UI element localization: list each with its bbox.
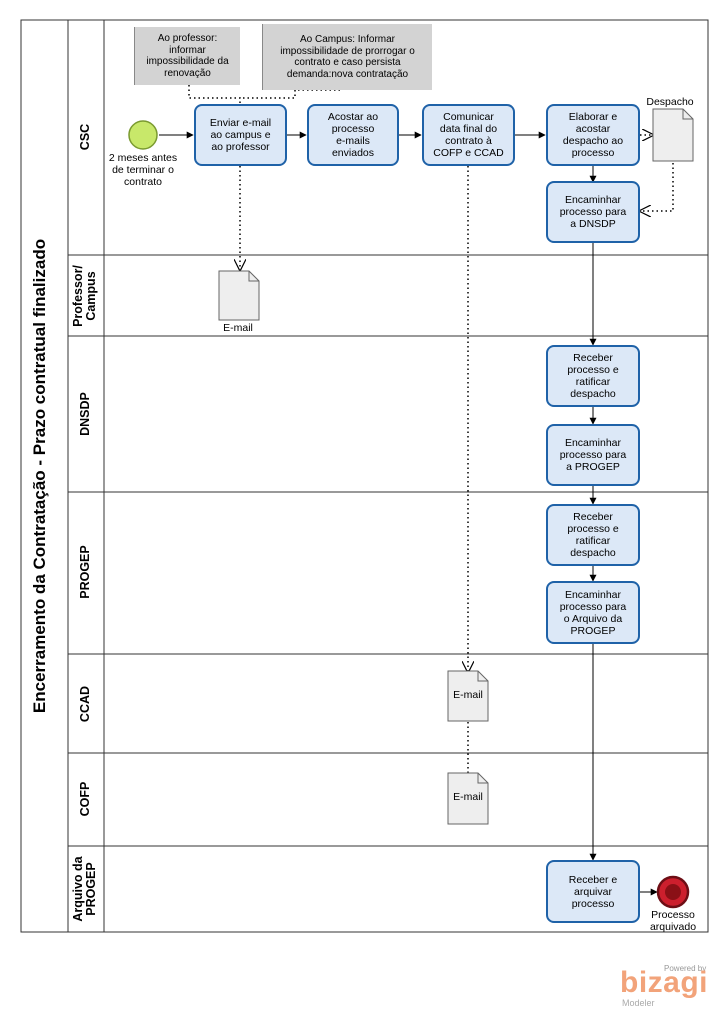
task-receber-arquivar[interactable]: Receber e arquivar processo <box>546 860 640 923</box>
lane-label-cofp: COFP <box>78 781 92 817</box>
email-cofp-label: E-mail <box>453 791 483 803</box>
annotation-campus[interactable]: Ao Campus: Informar impossibilidade de p… <box>262 24 432 90</box>
bizagi-product: Modeler <box>622 998 655 1008</box>
pool-title: Encerramento da Contratação - Prazo cont… <box>30 238 49 714</box>
document-email-professor[interactable] <box>218 270 260 321</box>
despacho-label: Despacho <box>646 96 694 108</box>
lane-label-arquivo-progep: Arquivo da PROGEP <box>71 856 98 922</box>
task-comunicar-data-final[interactable]: Comunicar data final do contrato à COFP … <box>422 104 515 166</box>
association-annotation-professor <box>188 85 241 105</box>
bizagi-logo: bizagi <box>620 966 709 999</box>
lane-label-professor-campus: Professor/ Campus <box>71 265 98 327</box>
task-encaminhar-arquivo[interactable]: Encaminhar processo para o Arquivo da PR… <box>546 581 640 644</box>
document-email-cofp[interactable] <box>447 772 489 825</box>
start-event-label: 2 meses antes de terminar o contrato <box>108 152 178 188</box>
email-ccad-label: E-mail <box>453 689 483 701</box>
task-encaminhar-progep[interactable]: Encaminhar processo para a PROGEP <box>546 424 640 486</box>
task-elaborar-despacho[interactable]: Elaborar e acostar despacho ao processo <box>546 104 640 166</box>
end-event-inner <box>665 884 681 900</box>
association-annotation-campus <box>240 89 340 99</box>
task-encaminhar-dnsdp[interactable]: Encaminhar processo para a DNSDP <box>546 181 640 243</box>
annotation-professor[interactable]: Ao professor: informar impossibilidade d… <box>134 27 240 85</box>
task-receber-ratificar-dnsdp[interactable]: Receber processo e ratificar despacho <box>546 345 640 407</box>
start-event[interactable] <box>128 120 158 150</box>
lane-label-progep: PROGEP <box>78 545 92 599</box>
lane-label-dnsdp: DNSDP <box>78 392 92 436</box>
task-acostar-emails[interactable]: Acostar ao processo e-mails enviados <box>307 104 399 166</box>
lane-label-csc: CSC <box>78 123 92 151</box>
end-event-label: Processo arquivado <box>649 909 697 933</box>
powered-by-text: Powered by <box>664 964 707 973</box>
email-professor-label: E-mail <box>223 322 253 334</box>
lane-label-ccad: CCAD <box>78 685 92 723</box>
task-enviar-email[interactable]: Enviar e-mail ao campus e ao professor <box>194 104 287 166</box>
document-despacho[interactable] <box>652 108 694 162</box>
document-email-ccad[interactable] <box>447 670 489 722</box>
task-receber-ratificar-progep[interactable]: Receber processo e ratificar despacho <box>546 504 640 566</box>
